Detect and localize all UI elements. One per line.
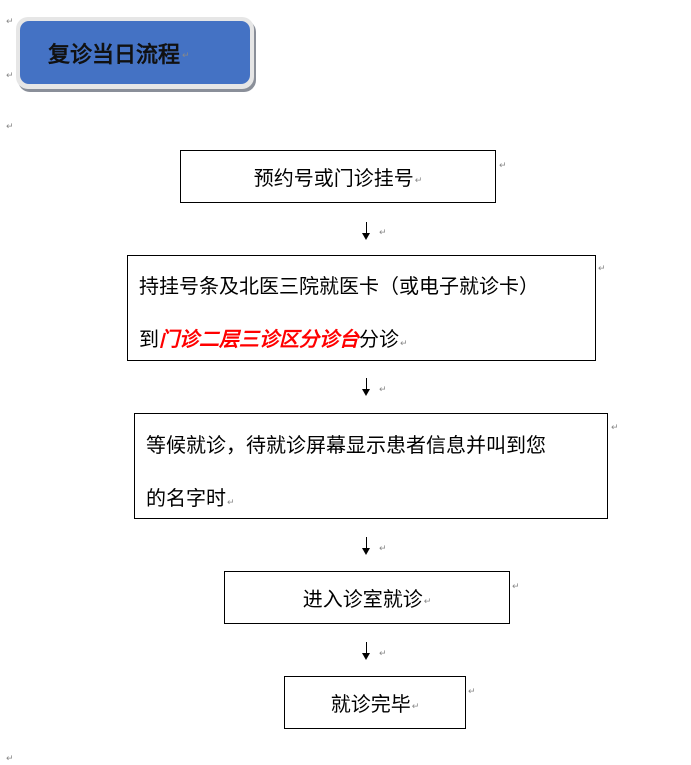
step-4-text: 进入诊室就诊 [302, 587, 423, 611]
flow-step-2: 持挂号条及北医三院就医卡（或电子就诊卡） 到门诊二层三诊区分诊台分诊↵ [127, 255, 596, 361]
paragraph-mark: ↵ [379, 228, 387, 238]
down-arrow-icon [362, 642, 372, 660]
paragraph-mark: ↵ [400, 339, 408, 349]
paragraph-mark: ↵ [379, 385, 387, 395]
step-2-line-1: 持挂号条及北医三院就医卡（或电子就诊卡） [139, 274, 539, 298]
flow-step-4: 进入诊室就诊 ↵ [224, 571, 510, 624]
paragraph-mark: ↵ [598, 264, 606, 274]
paragraph-mark: ↵ [6, 754, 14, 764]
flow-step-5: 就诊完毕 ↵ [284, 676, 466, 729]
paragraph-mark: ↵ [512, 582, 520, 592]
step-2-prefix: 到 [139, 327, 159, 351]
paragraph-mark: ↵ [6, 71, 14, 81]
step-5-text: 就诊完毕 [330, 692, 411, 716]
page-title: 复诊当日流程 [48, 41, 181, 68]
flow-step-1: 预约号或门诊挂号 ↵ [180, 150, 496, 203]
paragraph-mark: ↵ [6, 122, 14, 132]
step-3-line-1: 等候就诊，待就诊屏幕显示患者信息并叫到您 [146, 433, 546, 457]
step-3-line-2-text: 的名字时 [146, 486, 226, 510]
step-3-line-2: 的名字时↵ [146, 482, 235, 511]
paragraph-mark: ↵ [423, 597, 432, 607]
down-arrow-icon [362, 378, 372, 396]
paragraph-mark: ↵ [611, 423, 619, 433]
title-banner-fill: 复诊当日流程 ↵ [20, 21, 250, 84]
down-arrow-icon [362, 537, 372, 555]
paragraph-mark: ↵ [6, 17, 14, 27]
step-2-location-highlight: 门诊二层三诊区分诊台 [159, 327, 359, 351]
paragraph-mark: ↵ [499, 161, 507, 171]
title-banner: 复诊当日流程 ↵ [16, 17, 254, 89]
step-2-line-2: 到门诊二层三诊区分诊台分诊↵ [139, 323, 408, 352]
paragraph-mark: ↵ [414, 176, 423, 186]
paragraph-mark: ↵ [379, 649, 387, 659]
paragraph-mark: ↵ [182, 51, 190, 61]
paragraph-mark: ↵ [227, 498, 235, 508]
step-1-text: 预约号或门诊挂号 [253, 166, 414, 190]
paragraph-mark: ↵ [379, 544, 387, 554]
step-2-suffix: 分诊 [359, 327, 399, 351]
down-arrow-icon [362, 222, 372, 240]
paragraph-mark: ↵ [411, 702, 420, 712]
paragraph-mark: ↵ [468, 687, 476, 697]
flow-step-3: 等候就诊，待就诊屏幕显示患者信息并叫到您 的名字时↵ [134, 413, 608, 519]
